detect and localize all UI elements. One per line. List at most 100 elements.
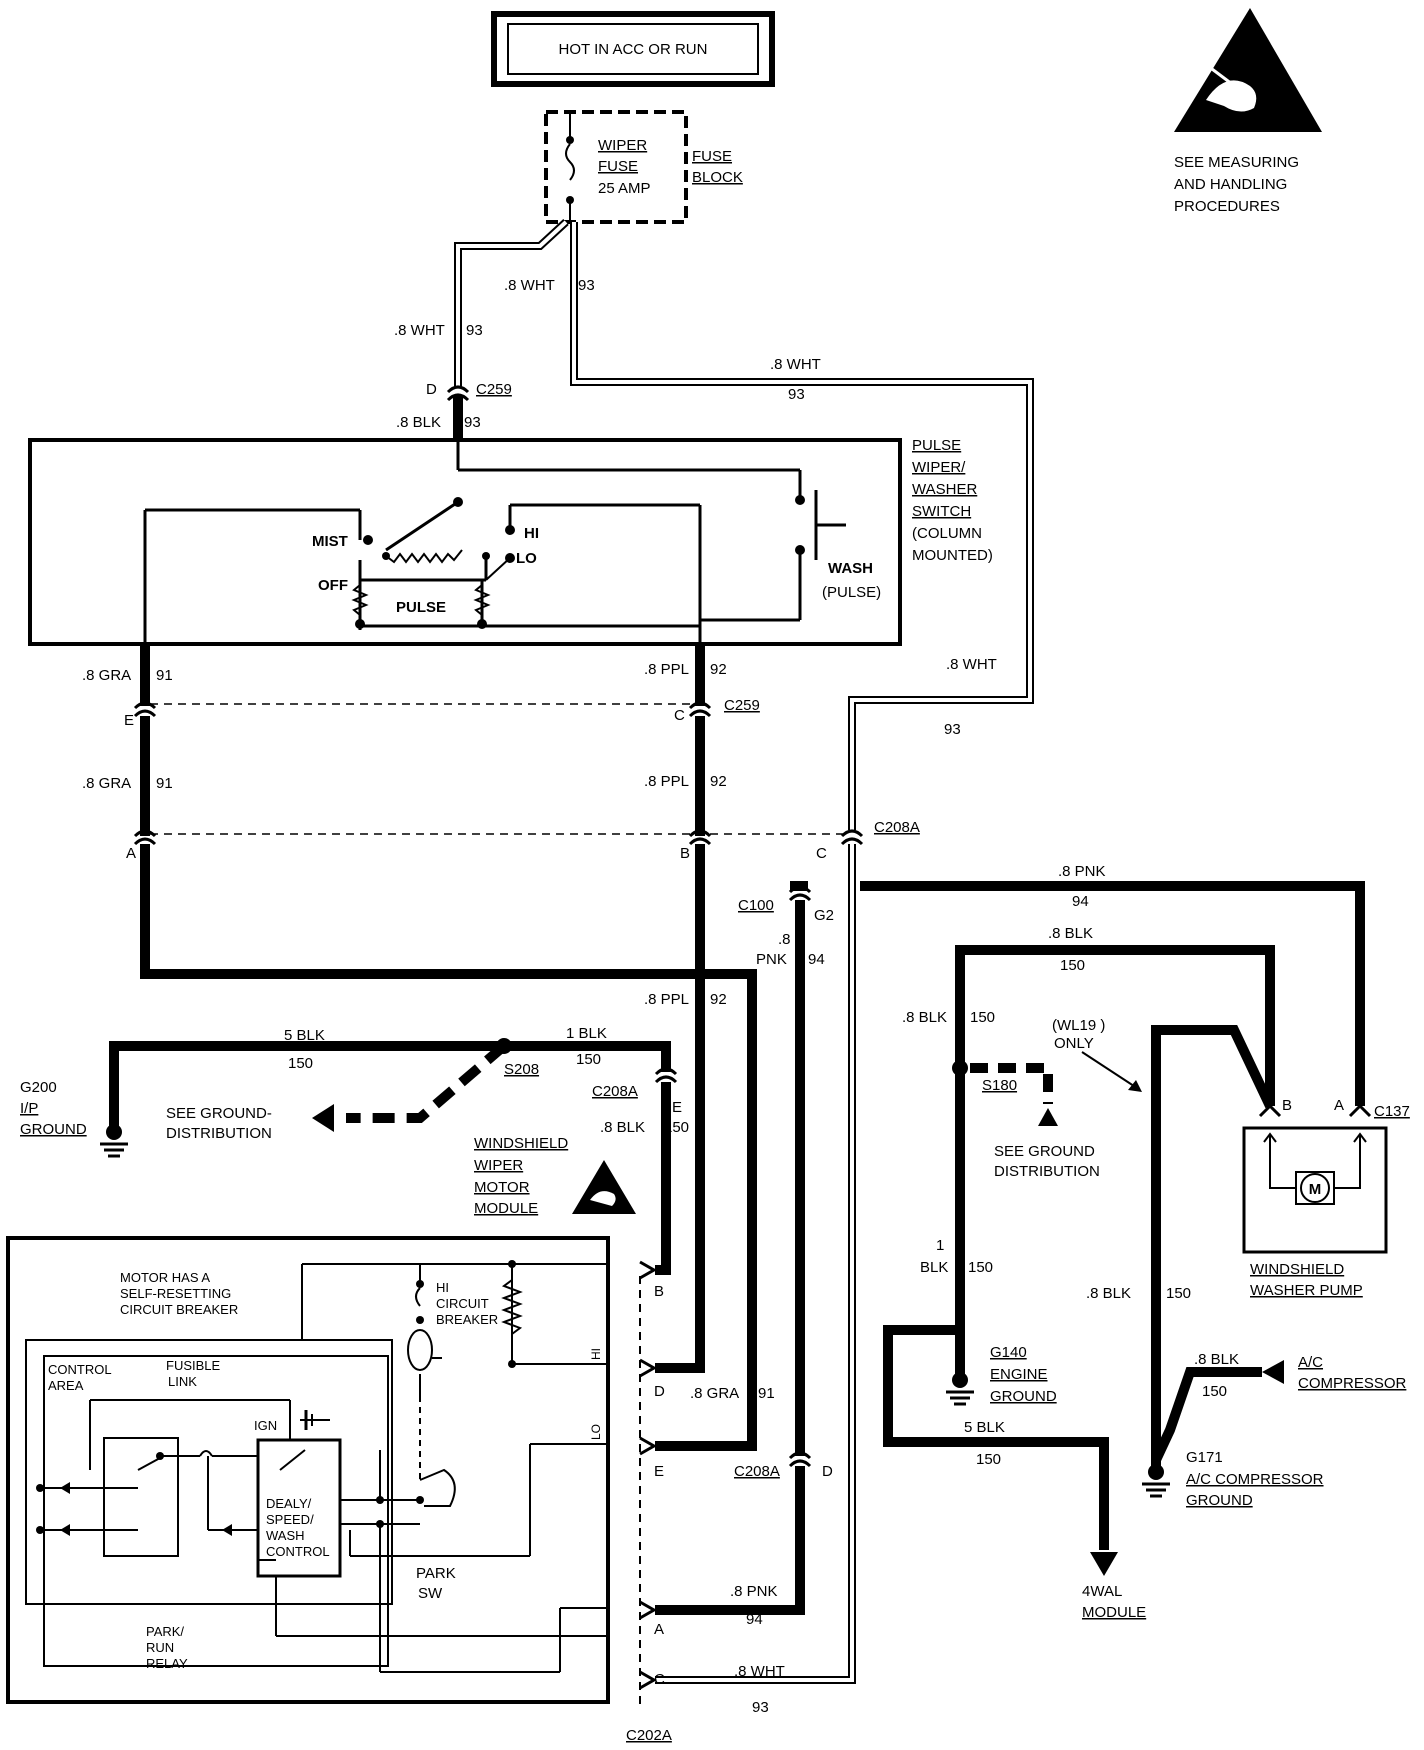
- park-sw-2: SW: [418, 1585, 443, 1602]
- ppl1-size: .8 PPL: [644, 661, 689, 678]
- fuse-name-3: 25 AMP: [598, 180, 651, 197]
- switch-mist: MIST: [312, 533, 348, 550]
- mod-pin-c: C: [654, 1671, 665, 1688]
- w2-ckt: 93: [466, 322, 483, 339]
- pnk2-ckt: 94: [808, 951, 825, 968]
- see-ground-left-2: DISTRIBUTION: [166, 1125, 272, 1142]
- esd-warning-icon: [1174, 8, 1322, 132]
- hi-breaker-2: CIRCUIT: [436, 1296, 489, 1311]
- g200-3: GROUND: [20, 1121, 87, 1138]
- mod-pin-d: D: [654, 1383, 665, 1400]
- ppl3-size: .8 PPL: [644, 991, 689, 1008]
- ground-g200: [100, 1041, 504, 1158]
- splice-s208: [312, 1038, 678, 1275]
- switch-name-1: PULSE: [912, 437, 961, 454]
- wl19-arrow: [1081, 1051, 1141, 1091]
- breaker-note-2: SELF-RESETTING: [120, 1286, 231, 1301]
- relay-1: PARK/: [146, 1624, 184, 1639]
- mod-wht-ckt: 93: [752, 1699, 769, 1716]
- mod-pin-e: E: [654, 1463, 664, 1480]
- ppl1-ckt: 92: [710, 661, 727, 678]
- blk150a-ckt: 150: [1060, 957, 1085, 974]
- c259b-pin-e: E: [124, 712, 134, 729]
- splice-s180: [952, 1010, 1058, 1368]
- ign-label: IGN: [254, 1418, 277, 1433]
- pnk1-size: .8 PNK: [1058, 863, 1106, 880]
- w5-ckt: 93: [944, 721, 961, 738]
- gra2-ckt: 91: [156, 775, 173, 792]
- mod-wht-size: .8 WHT: [734, 1663, 785, 1680]
- switch-name-6: MOUNTED): [912, 547, 993, 564]
- w1-ckt: 93: [578, 277, 595, 294]
- pnk2-size: .8: [778, 931, 791, 948]
- wire-93-white: [454, 219, 1034, 830]
- fusible-link-1: FUSIBLE: [166, 1358, 221, 1373]
- fuse-block: [544, 110, 688, 224]
- ac-size: .8 BLK: [1194, 1351, 1239, 1368]
- hi-breaker-3: BREAKER: [436, 1312, 498, 1327]
- module-name-3: MOTOR: [474, 1179, 530, 1196]
- blk150c-size2: BLK: [920, 1259, 948, 1276]
- c137-label: C137: [1374, 1103, 1410, 1120]
- wire-150-black-4wal: [883, 1325, 1109, 1550]
- w2-size: .8 WHT: [394, 322, 445, 339]
- mod-pin-b: B: [654, 1283, 664, 1300]
- mod-gra-ckt: 91: [758, 1385, 775, 1402]
- wal-name-1: 4WAL: [1082, 1583, 1122, 1600]
- s208-size: 1 BLK: [566, 1025, 607, 1042]
- g140-3: GROUND: [990, 1388, 1057, 1405]
- g171-2: A/C COMPRESSOR: [1186, 1471, 1324, 1488]
- w3-ckt: 93: [788, 386, 805, 403]
- g140-1: G140: [990, 1344, 1027, 1361]
- pump-motor: M: [1309, 1181, 1322, 1198]
- ac-name-2: COMPRESSOR: [1298, 1375, 1407, 1392]
- ground-g140: [946, 1368, 974, 1406]
- fuse-name-1: WIPER: [598, 137, 647, 154]
- module-lo-label: LO: [589, 1424, 603, 1440]
- wire-150-black-pump: [955, 945, 1372, 1118]
- fuse-block-2: BLOCK: [692, 169, 743, 186]
- blk150d-ckt: 150: [1166, 1285, 1191, 1302]
- blk150d-size: .8 BLK: [1086, 1285, 1131, 1302]
- esd-note-3: PROCEDURES: [1174, 198, 1280, 215]
- fusible-link-2: LINK: [168, 1374, 197, 1389]
- c259b-pin-c: C: [674, 707, 685, 724]
- s208-ckt: 150: [576, 1051, 601, 1068]
- c100-pin: G2: [814, 907, 834, 924]
- g140-2: ENGINE: [990, 1366, 1048, 1383]
- c259b-label: C259: [724, 697, 760, 714]
- control-area-2: AREA: [48, 1378, 84, 1393]
- w4-size: .8 BLK: [396, 414, 441, 431]
- w3-size: .8 WHT: [770, 356, 821, 373]
- park-sw-1: PARK: [416, 1565, 456, 1582]
- c202a-label: C202A: [626, 1727, 672, 1744]
- switch-name-5: (COLUMN: [912, 525, 982, 542]
- switch-hi: HI: [524, 525, 539, 542]
- control-4: CONTROL: [266, 1544, 330, 1559]
- c100-label: C100: [738, 897, 774, 914]
- pnk1-ckt: 94: [1072, 893, 1089, 910]
- power-source-box: HOT IN ACC OR RUN: [491, 11, 775, 87]
- mod-blk-size: .8 BLK: [600, 1119, 645, 1136]
- switch-name-4: SWITCH: [912, 503, 971, 520]
- control-3: WASH: [266, 1528, 305, 1543]
- fuse-block-1: FUSE: [692, 148, 732, 165]
- module-name-4: MODULE: [474, 1200, 538, 1217]
- module-name-1: WINDSHIELD: [474, 1135, 568, 1152]
- ac-ckt: 150: [1202, 1383, 1227, 1400]
- switch-wash-pulse: (PULSE): [822, 584, 881, 601]
- switch-name-2: WIPER/: [912, 459, 966, 476]
- control-area-1: CONTROL: [48, 1362, 112, 1377]
- blk150b-ckt: 150: [970, 1009, 995, 1026]
- gra1-ckt: 91: [156, 667, 173, 684]
- mod-gra-size: .8 GRA: [690, 1385, 739, 1402]
- switch-name-3: WASHER: [912, 481, 977, 498]
- ppl3-ckt: 92: [710, 991, 727, 1008]
- g200-size: 5 BLK: [284, 1027, 325, 1044]
- gra1-size: .8 GRA: [82, 667, 131, 684]
- control-2: SPEED/: [266, 1512, 314, 1527]
- relay-3: RELAY: [146, 1656, 188, 1671]
- mod-pin-a: A: [654, 1621, 664, 1638]
- c208a-pin-b: B: [680, 845, 690, 862]
- wire-150-black-wl19: [1151, 1025, 1275, 1460]
